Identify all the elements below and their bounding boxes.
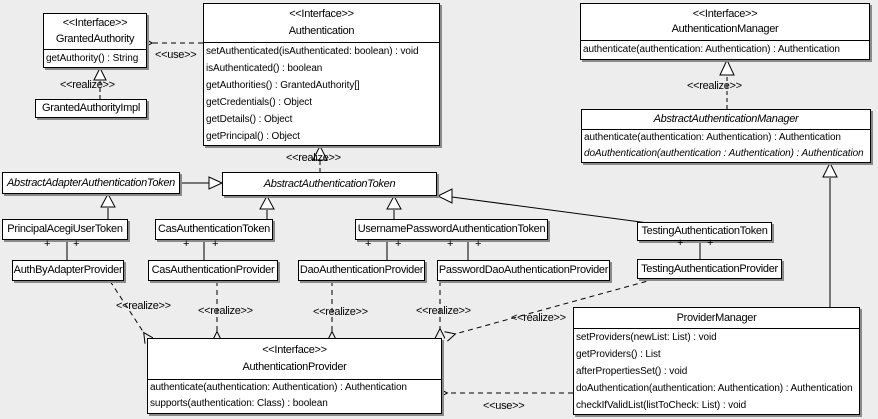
stereotype-label: <<Interface>> [262, 344, 327, 356]
class-name: UsernamePasswordAuthenticationToken [357, 223, 546, 235]
class-name: AbstractAdapterAuthenticationToken [7, 176, 175, 189]
method-label: getProviders() : List [576, 348, 661, 360]
edge-realize-grantedauthorityimpl[interactable] [93, 66, 107, 99]
class-box-abstract-authentication-token[interactable]: AbstractAuthenticationToken [222, 172, 437, 196]
class-box-authentication-manager[interactable]: <<Interface>> AuthenticationManager auth… [580, 3, 870, 60]
multiplicity-label: + [475, 238, 482, 250]
class-name: AbstractAuthenticationManager [653, 113, 799, 125]
edge-gen-abstractadapter-abstracttoken[interactable] [180, 176, 224, 190]
class-name: AbstractAuthenticationToken [263, 177, 396, 190]
class-header: <<Interface>> GrantedAuthority [44, 14, 146, 50]
class-name: PasswordDaoAuthenticationProvider [438, 264, 609, 276]
multiplicity-label: + [44, 238, 51, 250]
edge-realize-abstractauthenticationmanager[interactable] [719, 58, 735, 109]
class-box-testing-authentication-token[interactable]: TestingAuthenticationToken [637, 222, 772, 241]
stereotype-label: <<Interface>> [692, 7, 758, 20]
realize-stereotype-label: <<realize>> [313, 306, 368, 318]
edge-realize-abstractauthenticationtoken[interactable] [312, 144, 328, 172]
multiplicity-label: + [212, 238, 219, 250]
class-box-username-password-authentication-token[interactable]: UsernamePasswordAuthenticationToken [355, 219, 548, 240]
class-box-password-dao-authentication-provider[interactable]: PasswordDaoAuthenticationProvider [437, 260, 610, 281]
method-label: supports(authentication: Class) : boolea… [150, 398, 328, 409]
class-box-cas-authentication-provider[interactable]: CasAuthenticationProvider [148, 260, 278, 281]
class-name: CasAuthenticationProvider [151, 264, 275, 276]
method-label: getDetails() : Object [206, 113, 293, 125]
method-label: authenticate(authentication: Authenticat… [150, 382, 407, 393]
multiplicity-label: + [707, 237, 714, 249]
method-label: isAuthenticated() : boolean [206, 62, 323, 74]
method-label: getAuthorities() : GrantedAuthority[] [206, 79, 360, 91]
method-label: getAuthority() : String [46, 52, 139, 64]
multiplicity-label: + [183, 238, 190, 250]
edge-realize-authbyadapterprovider[interactable] [109, 280, 144, 333]
edge-realize-testingauthenticationprovider[interactable] [455, 278, 656, 334]
class-name: GrantedAuthorityImpl [42, 102, 140, 114]
stereotype-label: <<Interface>> [62, 17, 128, 30]
realize-stereotype-label: <<realize>> [416, 305, 471, 317]
realize-stereotype-label: <<realize>> [198, 305, 253, 317]
class-box-granted-authority-impl[interactable]: GrantedAuthorityImpl [35, 99, 147, 118]
class-box-principal-acegi-user-token[interactable]: PrincipalAcegiUserToken [2, 219, 128, 240]
method-label: afterPropertiesSet() : void [576, 365, 688, 377]
multiplicity-label: + [73, 238, 80, 250]
edge-gen-casauthenticationtoken[interactable] [259, 194, 275, 219]
realize-stereotype-label: <<realize>> [60, 79, 115, 91]
realize-stereotype-label: <<realize>> [286, 152, 341, 164]
class-box-testing-authentication-provider[interactable]: TestingAuthenticationProvider [637, 259, 782, 279]
realize-stereotype-label: <<realize>> [511, 312, 566, 324]
method-label: doAuthentication(authentication: Authent… [576, 382, 853, 394]
method-label: doAuthentication(authentication : Authen… [584, 148, 864, 159]
class-header: ProviderManager [574, 308, 859, 329]
method-label: getPrincipal() : Object [206, 130, 300, 142]
class-header: <<Interface>> AuthenticationManager [581, 4, 869, 41]
method-label: setAuthenticated(isAuthenticated: boolea… [206, 45, 419, 57]
class-name: AuthByAdapterProvider [13, 264, 123, 276]
class-header: AbstractAuthenticationManager [582, 110, 870, 130]
class-name: ProviderManager [676, 311, 757, 324]
edge-gen-testingauthenticationtoken[interactable] [436, 188, 649, 224]
class-box-provider-manager[interactable]: ProviderManager setProviders(newList: Li… [573, 307, 860, 415]
class-name: GrantedAuthority [55, 32, 135, 45]
edge-gen-providermanager-abstractmanager[interactable] [822, 161, 838, 307]
class-box-abstract-adapter-authentication-token[interactable]: AbstractAdapterAuthenticationToken [2, 172, 180, 194]
multiplicity-label: + [677, 237, 684, 249]
edge-gen-principalacegiusertoken[interactable] [100, 192, 116, 219]
class-box-dao-authentication-provider[interactable]: DaoAuthenticationProvider [298, 260, 425, 281]
class-name: CasAuthenticationToken [157, 223, 271, 235]
class-name: TestingAuthenticationToken [641, 225, 768, 237]
class-box-authentication-provider[interactable]: <<Interface>> AuthenticationProvider aut… [147, 338, 442, 414]
class-name: Authentication [288, 24, 355, 37]
class-name: AuthenticationManager [671, 23, 779, 36]
method-label: getCredentials() : Object [206, 96, 312, 108]
multiplicity-label: + [365, 238, 372, 250]
multiplicity-label: + [395, 238, 402, 250]
class-name: TestingAuthenticationProvider [641, 262, 778, 275]
method-label: checkIfValidList(listToCheck: List) : vo… [576, 399, 747, 411]
realize-stereotype-label: <<realize>> [116, 300, 171, 312]
class-box-authentication[interactable]: <<Interface>> Authentication setAuthenti… [203, 3, 440, 146]
class-box-cas-authentication-token[interactable]: CasAuthenticationToken [155, 219, 273, 240]
use-stereotype-label: <<use>> [155, 49, 197, 61]
multiplicity-label: + [447, 238, 454, 250]
method-label: setProviders(newList: List) : void [576, 331, 717, 343]
class-name: DaoAuthenticationProvider [299, 264, 424, 276]
class-header: <<Interface>> AuthenticationProvider [148, 339, 441, 380]
use-stereotype-label: <<use>> [483, 400, 525, 412]
class-box-abstract-authentication-manager[interactable]: AbstractAuthenticationManager authentica… [581, 109, 871, 163]
edge-gen-usernamepasswordtoken[interactable] [386, 194, 402, 219]
stereotype-label: <<Interface>> [289, 8, 354, 21]
class-header: <<Interface>> Authentication [204, 4, 439, 43]
realize-stereotype-label: <<realize>> [687, 80, 742, 92]
class-name: PrincipalAcegiUserToken [7, 223, 123, 235]
class-box-granted-authority[interactable]: <<Interface>> GrantedAuthority getAuthor… [43, 13, 147, 68]
class-box-auth-by-adapter-provider[interactable]: AuthByAdapterProvider [12, 260, 124, 281]
method-label: authenticate(authentication: Authenticat… [584, 132, 841, 143]
class-name: AuthenticationProvider [242, 361, 347, 373]
method-label: authenticate(authentication: Authenticat… [583, 43, 840, 55]
